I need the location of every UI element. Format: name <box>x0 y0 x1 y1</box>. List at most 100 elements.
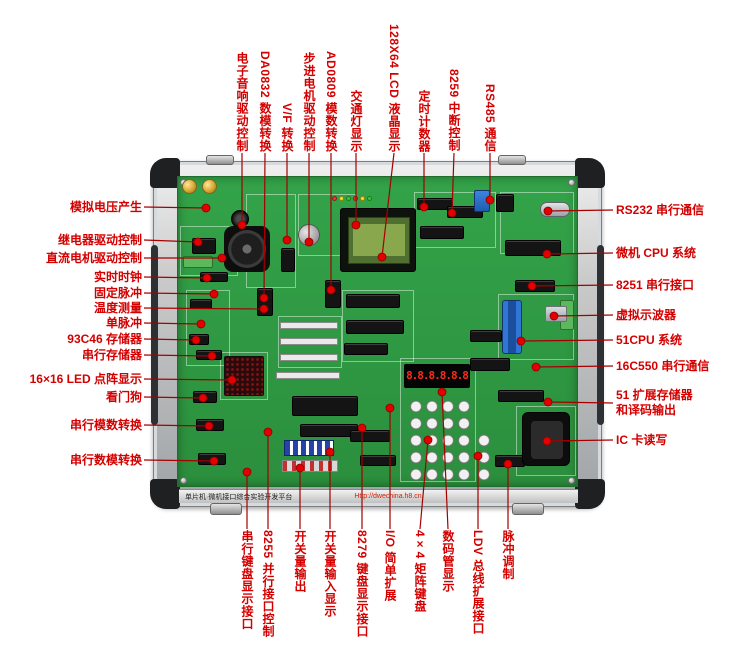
ic-chip <box>346 320 404 334</box>
terminal-block <box>183 256 213 268</box>
seven-segment-display: 8.8.8.8.8.8 <box>404 364 470 388</box>
case-corner-top-left <box>150 158 180 188</box>
relay <box>192 238 216 254</box>
ic-chip <box>505 240 561 256</box>
callout-label-top-9: RS485 通信 <box>483 83 497 152</box>
callout-label-top-2: V/F 转换 <box>280 102 294 152</box>
connector-black <box>496 194 514 212</box>
yellow-led <box>360 196 365 201</box>
lcd-content <box>353 224 405 256</box>
callout-label-top-1: DA0832 数模转换 <box>258 51 272 152</box>
callout-label-right-3: 虚拟示波器 <box>616 308 677 322</box>
green-led <box>346 196 351 201</box>
callout-label-left-6: 单脉冲 <box>105 316 142 330</box>
pin-header <box>280 338 338 345</box>
green-led <box>367 196 372 201</box>
callout-label-left-9: 16×16 LED 点阵显示 <box>29 372 142 386</box>
ic-chip <box>420 226 464 239</box>
db9-serial-connector <box>540 202 570 217</box>
gold-connector <box>202 179 217 194</box>
callout-label-right-7: IC 卡读写 <box>616 433 668 447</box>
ic-chip <box>200 272 228 282</box>
red-led <box>353 196 358 201</box>
callout-label-left-10: 看门狗 <box>105 390 142 404</box>
callout-label-right-6: 51 扩展存储器和译码输出 <box>616 388 693 417</box>
callout-label-right-2: 8251 串行接口 <box>616 278 695 292</box>
case-latch-top-left <box>206 155 234 165</box>
matrix-keypad <box>406 396 472 482</box>
pin-header <box>280 354 338 361</box>
callout-label-bottom-4: 8279 键盘显示接口 <box>355 530 369 638</box>
callout-label-top-4: AD0809 模数转换 <box>324 51 338 152</box>
callout-label-right-5: 16C550 串行通信 <box>616 359 710 373</box>
ic-chip <box>470 358 510 371</box>
strip-title-text: 单片机·微机接口综合实验开发平台 <box>185 493 293 501</box>
ic-chip <box>325 280 341 308</box>
ic-chip <box>196 350 222 360</box>
callout-label-bottom-6: 4×4 矩阵键盘 <box>413 530 427 613</box>
callout-label-left-11: 串行模数转换 <box>69 418 142 432</box>
case-front-strip: 单片机·微机接口综合实验开发平台 Http://dwechina.h8.cn <box>179 489 578 503</box>
red-led <box>332 196 337 201</box>
ic-chip <box>346 294 400 308</box>
ic-chip <box>198 453 226 465</box>
callout-label-left-1: 继电器驱动控制 <box>57 233 142 247</box>
callout-label-left-12: 串行数模转换 <box>69 453 142 467</box>
callout-label-left-8: 串行存储器 <box>81 348 142 362</box>
case-latch-bottom-left <box>210 503 242 515</box>
callout-label-left-4: 固定脉冲 <box>93 286 142 300</box>
case-latch-bottom-right <box>512 503 544 515</box>
case-latch-top-right <box>498 155 526 165</box>
yellow-led <box>339 196 344 201</box>
traffic-light-leds <box>332 196 376 203</box>
slide-switch-row <box>282 460 338 472</box>
callout-label-top-3: 步进电机驱动控制 <box>302 52 316 152</box>
callout-label-bottom-8: LDV 总线扩展接口 <box>471 530 485 635</box>
led-dot-matrix <box>224 356 264 396</box>
callout-label-left-0: 模拟电压产生 <box>69 200 142 214</box>
ic-chip <box>495 455 525 467</box>
blue-heatsink <box>474 190 490 212</box>
fan-blade <box>228 230 266 268</box>
callout-label-left-2: 直流电机驱动控制 <box>45 251 142 265</box>
ic-chip <box>190 299 212 309</box>
ic-chip <box>498 390 544 402</box>
silkscreen-zone <box>220 352 268 400</box>
ic-chip <box>470 330 502 342</box>
callout-label-bottom-0: 串行键盘显示接口 <box>240 530 254 630</box>
pin-header <box>276 372 340 379</box>
case-edge-strip-right <box>597 245 604 425</box>
callout-label-left-7: 93C46 存储器 <box>67 332 142 346</box>
screw <box>568 179 575 186</box>
stepper-motor <box>298 224 320 246</box>
callout-label-left-3: 实时时钟 <box>93 270 142 284</box>
callout-label-top-6: 128X64 LCD 液晶显示 <box>387 23 401 152</box>
ic-chip <box>281 248 295 272</box>
screw <box>568 477 575 484</box>
case-corner-bottom-right <box>575 479 605 509</box>
callout-label-bottom-2: 开关量输出 <box>293 530 307 593</box>
callout-label-top-8: 8259 中断控制 <box>447 69 461 152</box>
ic-card-reader <box>522 412 570 466</box>
ic-chip <box>350 430 390 442</box>
ic-chip <box>344 343 388 355</box>
callout-label-bottom-5: I/O 简单扩展 <box>383 530 397 602</box>
callout-label-top-5: 交通灯显示 <box>349 89 363 153</box>
ic-chip <box>515 280 555 292</box>
callout-label-right-1: 微机 CPU 系统 <box>616 246 697 260</box>
dip-switch-block <box>284 440 334 456</box>
callout-label-right-0: RS232 串行通信 <box>616 203 705 217</box>
callout-label-top-0: 电子音响驱动控制 <box>235 52 249 152</box>
oscilloscope-connector-box <box>545 306 567 322</box>
ic-chip <box>193 391 217 403</box>
zif-socket <box>502 300 522 354</box>
silkscreen-zone <box>342 290 414 362</box>
silkscreen-zone <box>278 316 342 368</box>
ic-card-slot <box>531 421 563 459</box>
ic-chip <box>189 334 209 345</box>
callout-label-top-7: 定时计数器 <box>417 89 431 153</box>
ic-chip <box>196 419 224 431</box>
case-edge-strip-left <box>151 245 158 425</box>
function-keys <box>474 430 492 482</box>
